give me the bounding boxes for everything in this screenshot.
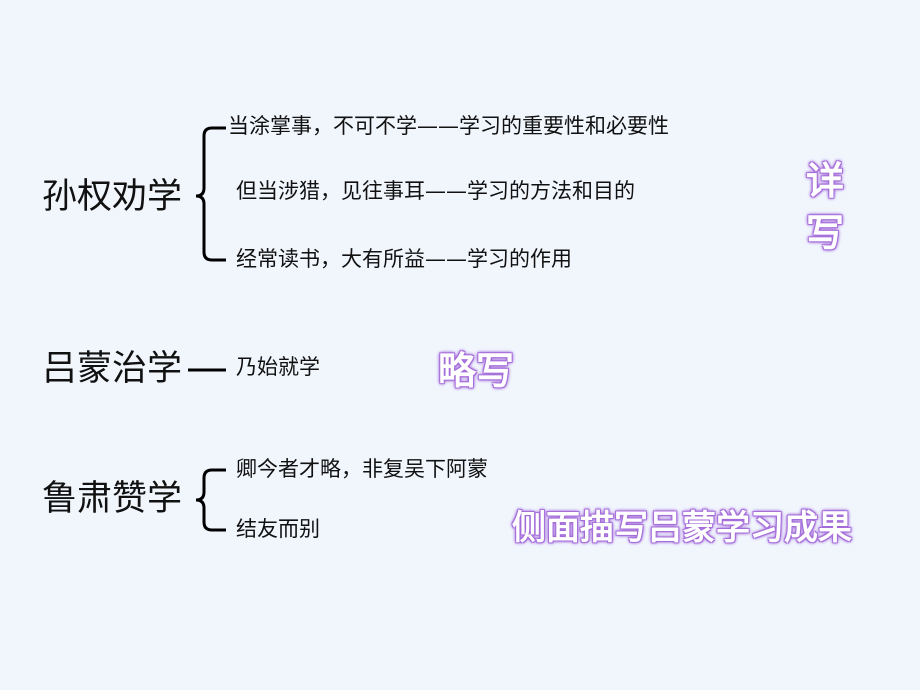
item-3-2: 结友而别	[236, 517, 320, 541]
brace-1	[195, 126, 226, 262]
note-detailed-1: 详	[806, 159, 845, 203]
item-2-1: 乃始就学	[236, 355, 320, 379]
topic-sunquan: 孙权劝学	[42, 177, 183, 217]
item-1-1: 当涂掌事，不可不学——学习的重要性和必要性	[228, 114, 669, 138]
note-brief: 略写	[438, 349, 515, 393]
note-side: 侧面描写吕蒙学习成果	[512, 508, 852, 548]
topic-lusu: 鲁肃赞学	[42, 479, 183, 519]
brace-3	[195, 468, 226, 532]
topic-lvmeng: 吕蒙治学	[42, 349, 183, 389]
item-1-3: 经常读书，大有所益——学习的作用	[236, 247, 572, 271]
note-detailed-2: 写	[806, 211, 845, 255]
item-3-1: 卿今者才略，非复吴下阿蒙	[236, 457, 488, 481]
item-1-2: 但当涉猎，见往事耳——学习的方法和目的	[236, 179, 635, 203]
